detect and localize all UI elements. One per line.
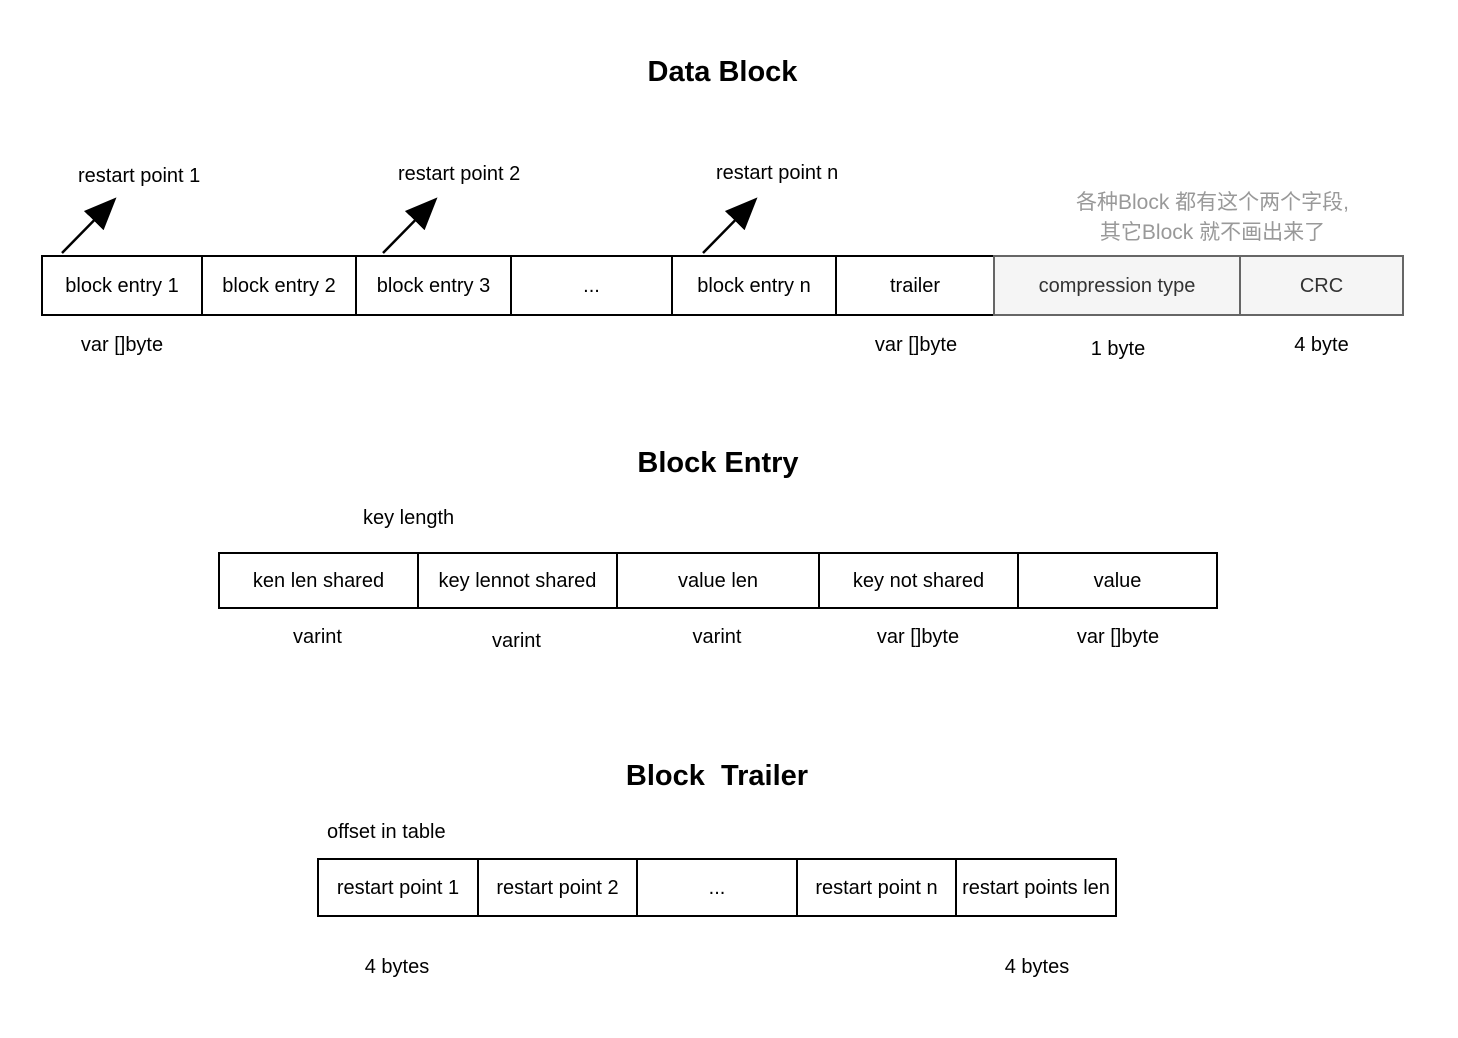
restart-arrow-2 [382, 197, 438, 254]
data-block-cell-ellipsis: ... [510, 255, 673, 316]
block-trailer-cell-restart-point-n: restart point n [796, 858, 957, 917]
restart-point-n-label: restart point n [716, 162, 839, 184]
restart-point-2-label: restart point 2 [398, 163, 521, 185]
block-trailer-title: Block Trailer [625, 760, 809, 792]
data-block-cell-block-entry-3: block entry 3 [355, 255, 512, 316]
chinese-annotation-line-2: 其它Block 就不画出来了 [1099, 221, 1326, 244]
block-entry-bar: ken len shared key lennot shared value l… [218, 552, 1218, 609]
block-trailer-bar: restart point 1 restart point 2 ... rest… [317, 858, 1117, 917]
data-block-note-trailer: var []byte [874, 334, 958, 356]
data-block-bar: block entry 1 block entry 2 block entry … [41, 255, 1404, 316]
block-entry-cell-value: value [1017, 552, 1218, 609]
block-trailer-note-first: 4 bytes [364, 956, 430, 978]
data-block-cell-compression-type: compression type [993, 255, 1241, 316]
block-entry-note-2: varint [492, 630, 541, 652]
block-entry-note-1: varint [293, 626, 342, 648]
block-entry-cell-value-len: value len [616, 552, 820, 609]
block-trailer-cell-restart-point-1: restart point 1 [317, 858, 479, 917]
block-trailer-note-last: 4 bytes [1004, 956, 1070, 978]
data-block-title: Data Block [647, 56, 798, 88]
data-block-note-crc: 4 byte [1294, 334, 1349, 356]
block-entry-cell-key-not-shared: key not shared [818, 552, 1019, 609]
chinese-annotation-line-1: 各种Block 都有这个两个字段, [1075, 191, 1350, 214]
key-length-label: key length [363, 507, 455, 529]
block-entry-note-5: var []byte [1076, 626, 1160, 648]
block-entry-note-4: var []byte [876, 626, 960, 648]
data-block-cell-block-entry-1: block entry 1 [41, 255, 203, 316]
restart-arrow-1 [61, 197, 117, 254]
block-trailer-cell-restart-points-len: restart points len [955, 858, 1117, 917]
block-trailer-cell-restart-point-2: restart point 2 [477, 858, 638, 917]
data-block-cell-trailer: trailer [835, 255, 995, 316]
chinese-annotation: 各种Block 都有这个两个字段, 其它Block 就不画出来了 [1040, 188, 1385, 248]
data-block-note-compression: 1 byte [1090, 338, 1146, 360]
data-block-cell-block-entry-2: block entry 2 [201, 255, 357, 316]
block-entry-cell-key-len-shared: ken len shared [218, 552, 419, 609]
offset-in-table-label: offset in table [327, 821, 446, 843]
restart-arrow-3 [702, 197, 758, 254]
block-entry-cell-key-len-not-shared: key lennot shared [417, 552, 618, 609]
block-trailer-cell-ellipsis: ... [636, 858, 798, 917]
block-entry-title: Block Entry [637, 447, 799, 479]
restart-point-1-label: restart point 1 [78, 165, 201, 187]
data-block-cell-crc: CRC [1239, 255, 1404, 316]
data-block-cell-block-entry-n: block entry n [671, 255, 837, 316]
data-block-note-entry1: var []byte [80, 334, 164, 356]
block-entry-note-3: varint [692, 626, 742, 648]
